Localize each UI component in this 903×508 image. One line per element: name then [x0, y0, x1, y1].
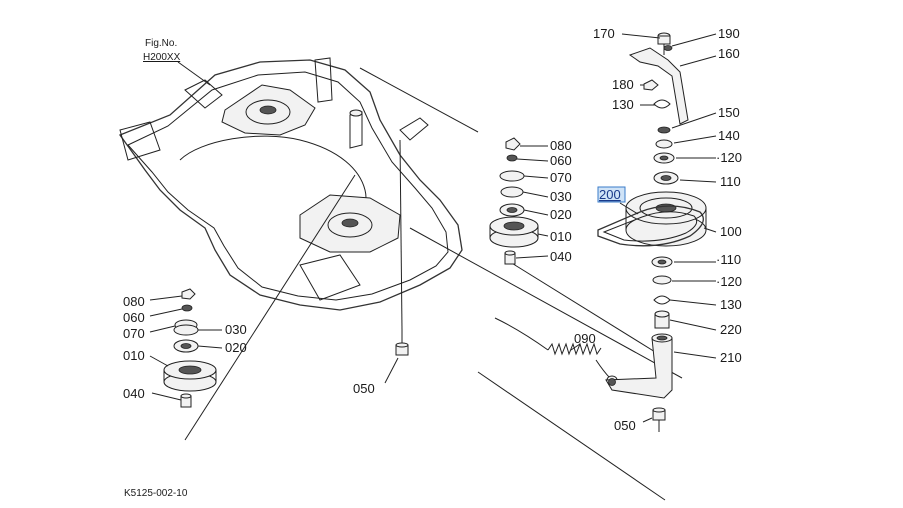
- bolt-050-right[interactable]: [652, 407, 666, 432]
- ring-030-m[interactable]: [500, 186, 524, 198]
- ring-030-l[interactable]: [173, 324, 199, 336]
- tension-arm-210[interactable]: [605, 333, 673, 399]
- callout-020-left[interactable]: 020: [225, 340, 247, 355]
- callout-210[interactable]: 210: [720, 350, 742, 365]
- pulley-010-m[interactable]: [489, 216, 539, 248]
- bushing-220[interactable]: [654, 310, 670, 329]
- callout-060-left[interactable]: 060: [123, 310, 145, 325]
- lower-blade-hub: [299, 194, 401, 253]
- callout-070-middle[interactable]: 070: [550, 170, 572, 185]
- guide-line-bottom: [477, 371, 666, 501]
- bolt-170[interactable]: [657, 32, 671, 55]
- middle-pulley-stack: [489, 137, 539, 265]
- belt-200[interactable]: [597, 205, 704, 247]
- callout-100[interactable]: 100: [720, 224, 742, 239]
- callout-110-upper[interactable]: 110: [720, 174, 741, 189]
- callout-150[interactable]: 150: [718, 105, 740, 120]
- callout-060-middle[interactable]: 060: [550, 153, 572, 168]
- upper-blade-hub: [221, 84, 316, 136]
- callout-080-middle[interactable]: 080: [550, 138, 572, 153]
- spring-090[interactable]: [494, 317, 618, 385]
- callout-140[interactable]: 140: [718, 128, 740, 143]
- fig-code: H200XX: [143, 52, 181, 63]
- clip-130-upper[interactable]: [653, 99, 671, 109]
- callout-220[interactable]: 220: [720, 322, 742, 337]
- callout-020-middle[interactable]: 020: [550, 207, 572, 222]
- callout-120-lower[interactable]: ·120: [716, 274, 742, 289]
- pulley-010-l[interactable]: [163, 360, 217, 392]
- nut-180[interactable]: [643, 79, 659, 91]
- callout-200-highlight: [597, 186, 626, 203]
- callout-130-lower[interactable]: 130: [720, 297, 742, 312]
- washer-060-l[interactable]: [181, 304, 193, 312]
- callouts-right: 170 190 160 180 130 150 140 ·120 110 200…: [353, 26, 742, 433]
- callouts-middle: 080 060 070 030 020 010 040: [515, 138, 572, 264]
- nut-080-m[interactable]: [505, 137, 521, 151]
- callout-130-upper[interactable]: 130: [612, 97, 634, 112]
- callouts-left: 080 060 070 030 020 010 040: [123, 294, 247, 401]
- guide-line-diag: [184, 174, 356, 441]
- callout-010-left[interactable]: 010: [123, 348, 145, 363]
- callout-170[interactable]: 170: [593, 26, 615, 41]
- callout-040-middle[interactable]: 040: [550, 249, 572, 264]
- nut-080-l[interactable]: [181, 288, 196, 300]
- fig-label: Fig.No.: [145, 38, 177, 49]
- callout-080-left[interactable]: 080: [123, 294, 145, 309]
- callout-050-right[interactable]: 050: [614, 418, 636, 433]
- ring-120-lower[interactable]: [652, 275, 672, 285]
- guide-line-mid: [509, 261, 661, 356]
- clip-130-lower[interactable]: [653, 295, 671, 305]
- callout-030-left[interactable]: 030: [225, 322, 247, 337]
- washer-060-m[interactable]: [506, 154, 518, 162]
- guide-line-top: [359, 67, 479, 133]
- drawing-code: K5125-002-10: [124, 488, 188, 499]
- callout-180[interactable]: 180: [612, 77, 634, 92]
- callout-070-left[interactable]: 070: [123, 326, 145, 341]
- callout-090[interactable]: 090: [574, 331, 596, 346]
- callout-200[interactable]: 200: [599, 187, 621, 202]
- callout-050-middle[interactable]: 050: [353, 381, 375, 396]
- callout-040-left[interactable]: 040: [123, 386, 145, 401]
- washer-150[interactable]: [657, 126, 671, 134]
- left-pulley-stack: [163, 288, 217, 408]
- tension-assembly: [597, 32, 707, 432]
- fig-leader: [177, 61, 211, 86]
- collar-070-m[interactable]: [499, 170, 525, 182]
- callout-190[interactable]: 190: [718, 26, 740, 41]
- washer-190[interactable]: [663, 45, 673, 51]
- callout-030-middle[interactable]: 030: [550, 189, 572, 204]
- callout-110-lower[interactable]: ·110: [716, 252, 741, 267]
- callout-120-upper[interactable]: ·120: [716, 150, 742, 165]
- mower-deck: [118, 57, 463, 331]
- arm-160[interactable]: [628, 47, 689, 125]
- bolt-050-middle[interactable]: [395, 330, 409, 356]
- guide-line-belt: [409, 227, 683, 379]
- ring-140[interactable]: [655, 139, 673, 149]
- callout-160[interactable]: 160: [718, 46, 740, 61]
- deck-center-line: [399, 139, 403, 331]
- callout-010-middle[interactable]: 010: [550, 229, 572, 244]
